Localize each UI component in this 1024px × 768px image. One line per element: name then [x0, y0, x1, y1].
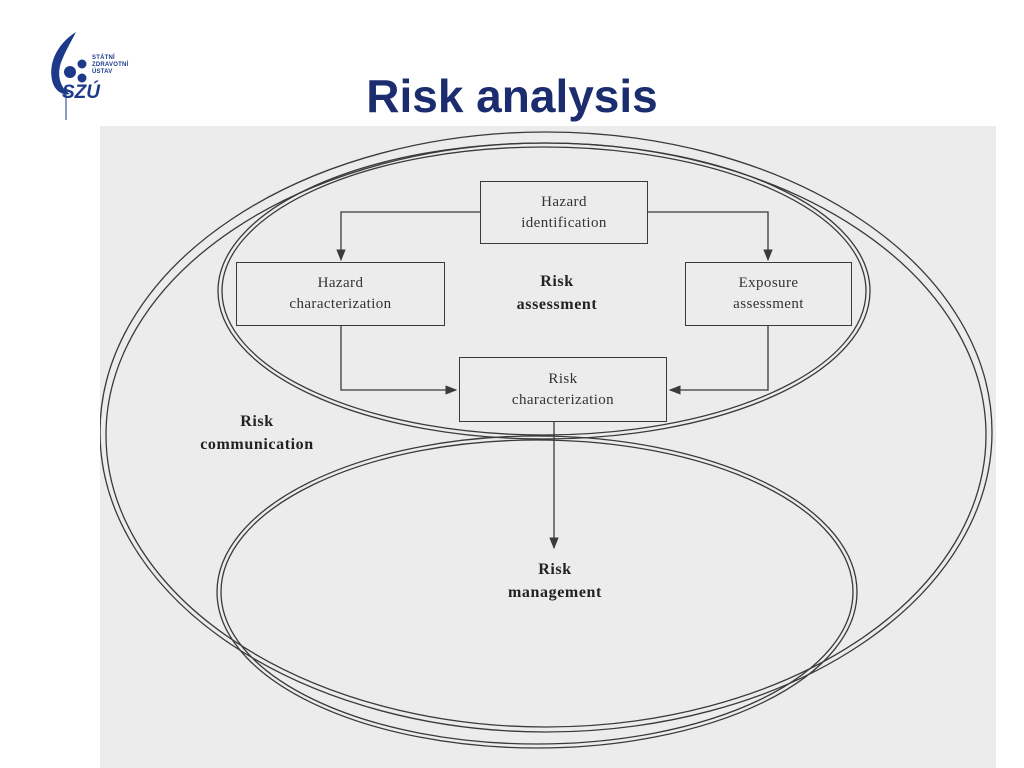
risk-analysis-diagram: Hazard identification Hazard characteriz… — [100, 126, 996, 768]
szu-logo-mark-icon — [51, 32, 87, 120]
risk-management-ellipse-inner — [220, 439, 854, 745]
risk-management-ellipse-outer — [216, 435, 858, 749]
exposure-assessment-box: Exposure assessment — [685, 262, 852, 326]
arrow-to-exposure-assessment — [648, 211, 773, 262]
hazard-characterization-label: Hazard characterization — [289, 275, 392, 312]
risk-communication-label: Risk communication — [200, 413, 314, 453]
risk-communication-outer-ellipse — [100, 131, 993, 733]
hazard-characterization-box: Hazard characterization — [236, 262, 445, 326]
risk-assessment-ellipse-outer — [217, 142, 871, 440]
arrow-to-hazard-characterization — [336, 211, 480, 262]
szu-logo: STÁTNÍ ZDRAVOTNÍ ÚSTAV SZÚ — [40, 30, 140, 122]
hazard-identification-box: Hazard identification — [480, 181, 648, 244]
exposure-assessment-label: Exposure assessment — [733, 275, 804, 312]
arrow-hazard-to-risk-characterization — [340, 326, 458, 395]
risk-characterization-box: Risk characterization — [459, 357, 667, 422]
hazard-identification-label: Hazard identification — [521, 193, 607, 231]
risk-assessment-ellipse-inner — [221, 146, 867, 436]
logo-abbreviation: SZÚ — [62, 82, 100, 103]
logo-org-name: STÁTNÍ ZDRAVOTNÍ ÚSTAV — [92, 55, 129, 75]
risk-characterization-label: Risk characterization — [511, 370, 615, 408]
risk-assessment-label: Risk assessment — [516, 273, 598, 313]
risk-management-label: Risk management — [508, 561, 602, 601]
page-title: Risk analysis — [366, 70, 658, 122]
diagram-lines — [100, 131, 993, 749]
arrow-exposure-to-risk-characterization — [668, 326, 769, 395]
